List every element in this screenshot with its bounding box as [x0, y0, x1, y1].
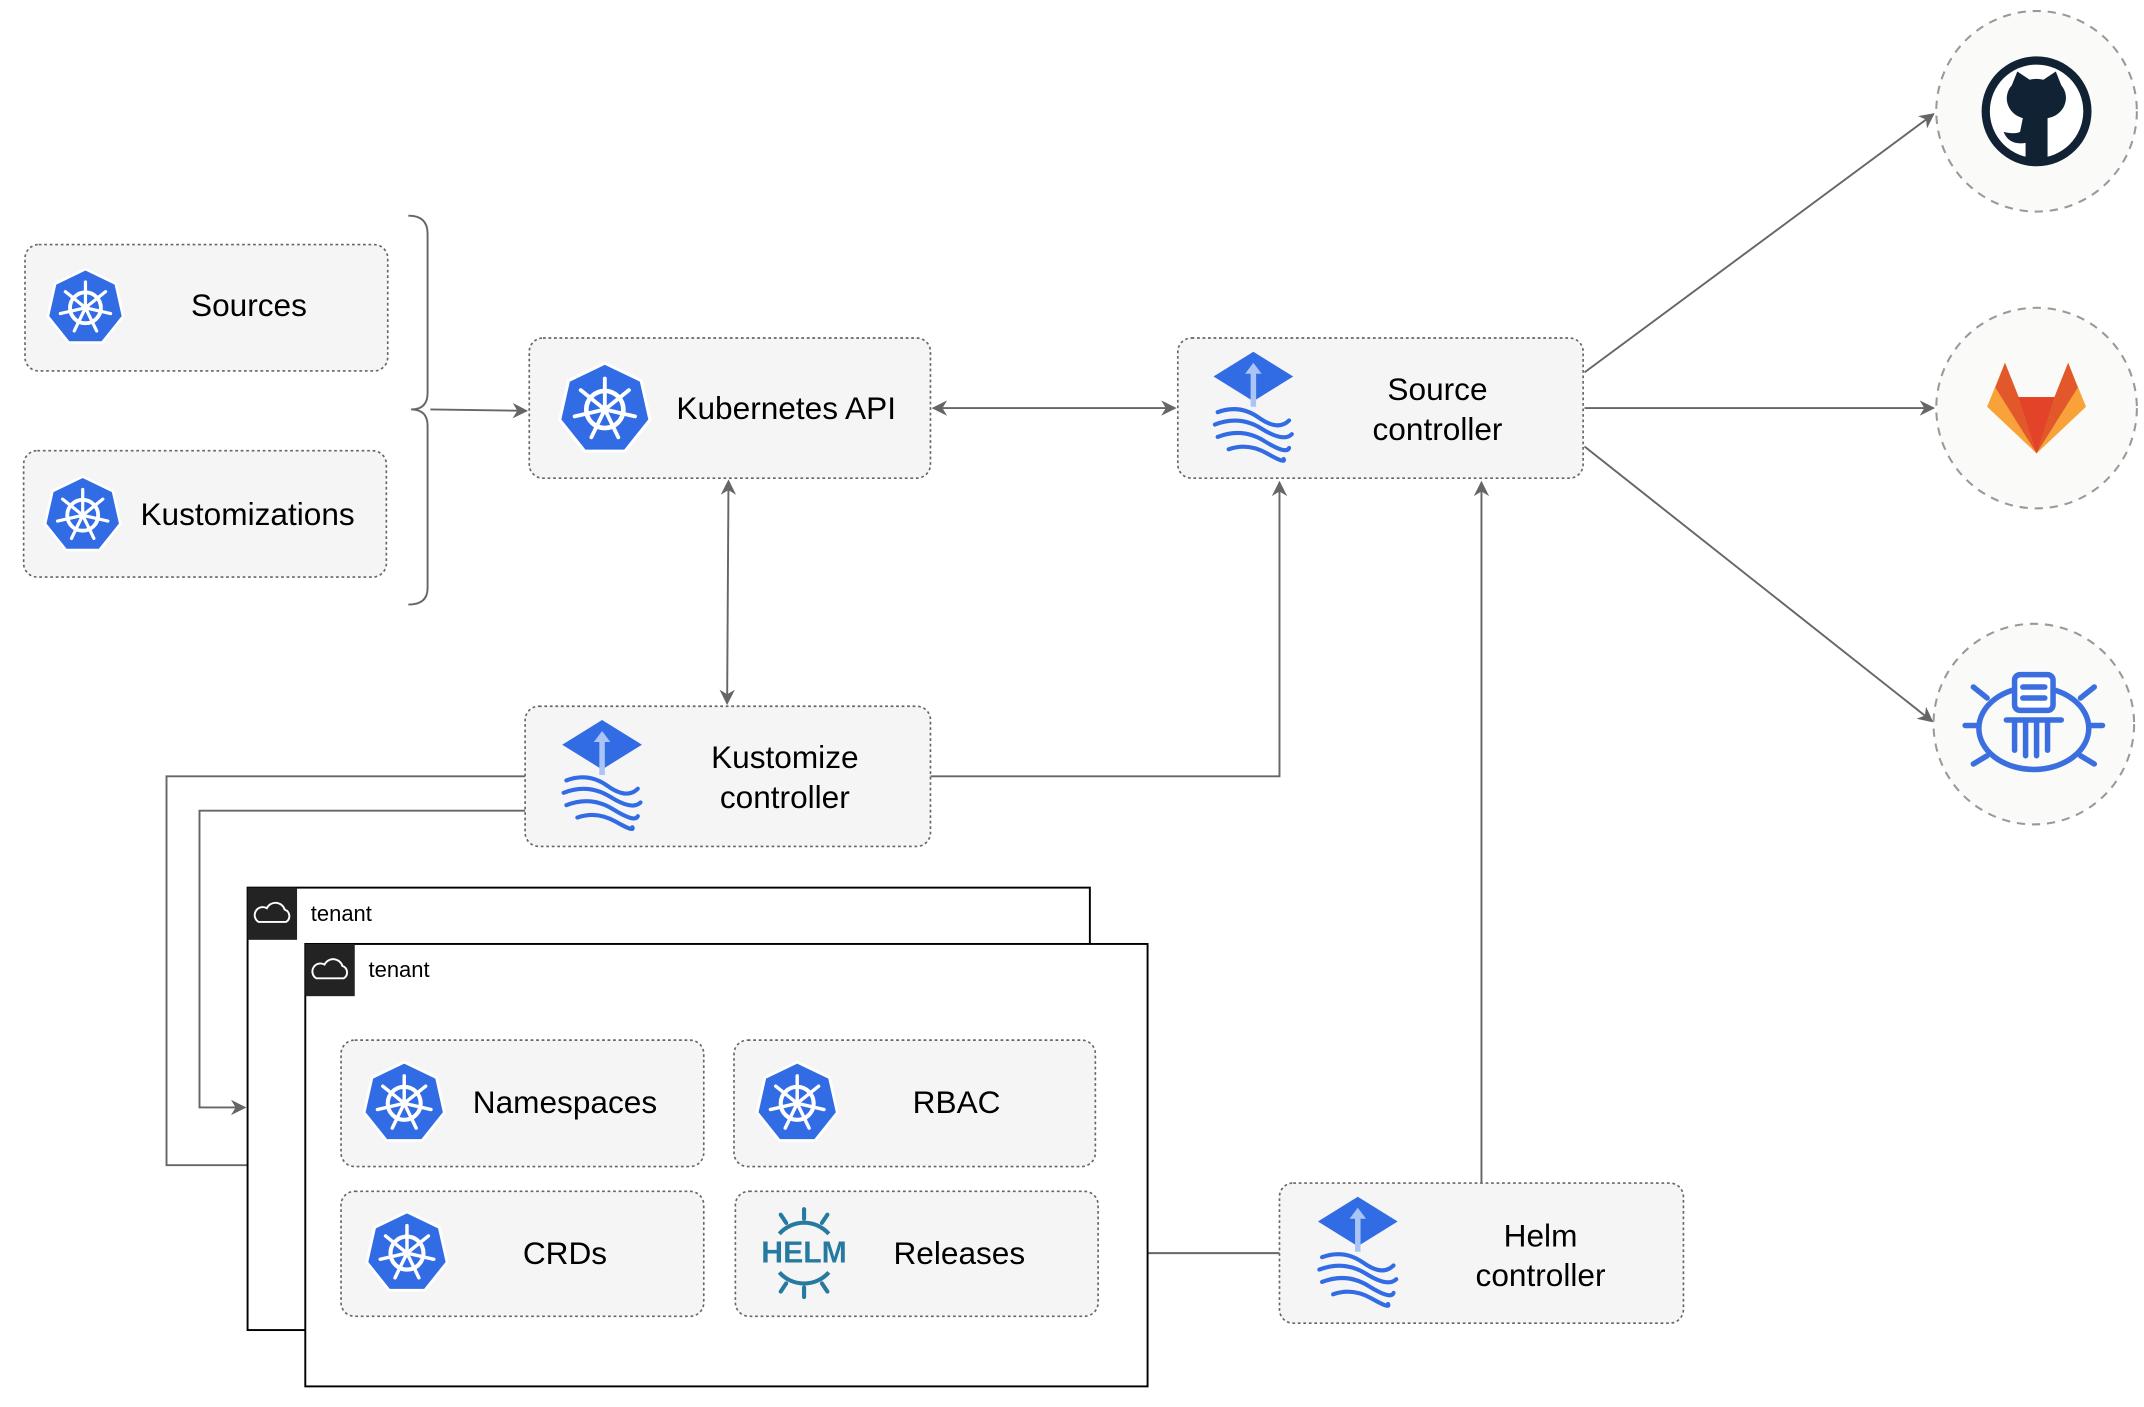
kubernetes-api-label: Kubernetes API [676, 390, 896, 426]
releases-node[interactable]: HELM Releases [734, 1190, 1099, 1318]
gitlab-source[interactable] [1935, 306, 2138, 510]
namespaces-node[interactable]: Namespaces [340, 1039, 705, 1168]
edge-kustomize-to-source [930, 480, 1288, 778]
github-source[interactable] [1935, 9, 2138, 213]
helm-controller-label-line2: controller [1476, 1257, 1606, 1293]
bucket-source[interactable] [1932, 622, 2136, 826]
source-controller-label-line2: controller [1373, 411, 1503, 447]
inputs-brace [408, 214, 429, 606]
kustomize-controller-label-line1: Kustomize [711, 739, 858, 775]
rbac-label: RBAC [913, 1084, 1001, 1120]
edge-to-github [1583, 113, 1935, 374]
helm-icon: HELM [761, 1207, 847, 1300]
cloud-icon [253, 901, 291, 923]
gitlab-icon [1987, 362, 2087, 454]
source-controller-label-line1: Source [1387, 371, 1487, 407]
tenant-group-front[interactable]: tenant Namespaces RBAC CRDs HELM [304, 942, 1149, 1388]
kustomizations-label: Kustomizations [140, 496, 354, 532]
edge-to-bucket [1583, 445, 1934, 723]
edge-kustomize-to-tenant-back [198, 809, 526, 1116]
sources-node[interactable]: Sources [24, 243, 389, 372]
bucket-icon [1962, 671, 2106, 773]
github-icon [1981, 56, 2092, 167]
crds-node[interactable]: CRDs [340, 1190, 705, 1318]
rbac-node[interactable]: RBAC [733, 1039, 1097, 1168]
tenant-label: tenant [311, 901, 372, 926]
kustomize-controller-label-line2: controller [720, 779, 850, 815]
edge-kustomize-to-tenant-front [165, 775, 526, 1173]
crds-label: CRDs [523, 1235, 607, 1271]
sources-label: Sources [191, 287, 307, 323]
svg-text:HELM: HELM [761, 1236, 847, 1269]
tenant-label: tenant [369, 957, 430, 982]
edge-api-kustomize-controller [719, 479, 737, 706]
kustomize-controller-node[interactable]: Kustomize controller [524, 705, 932, 848]
releases-label: Releases [893, 1235, 1025, 1271]
source-controller-node[interactable]: Source controller [1176, 337, 1584, 479]
helm-controller-label-line1: Helm [1504, 1217, 1578, 1253]
kustomizations-node[interactable]: Kustomizations [22, 449, 388, 578]
cloud-icon [311, 958, 348, 980]
kubernetes-api-node[interactable]: Kubernetes API [528, 337, 932, 479]
namespaces-label: Namespaces [473, 1084, 657, 1120]
edge-inputs-to-api [430, 402, 529, 419]
helm-controller-node[interactable]: Helm controller [1278, 1182, 1685, 1325]
